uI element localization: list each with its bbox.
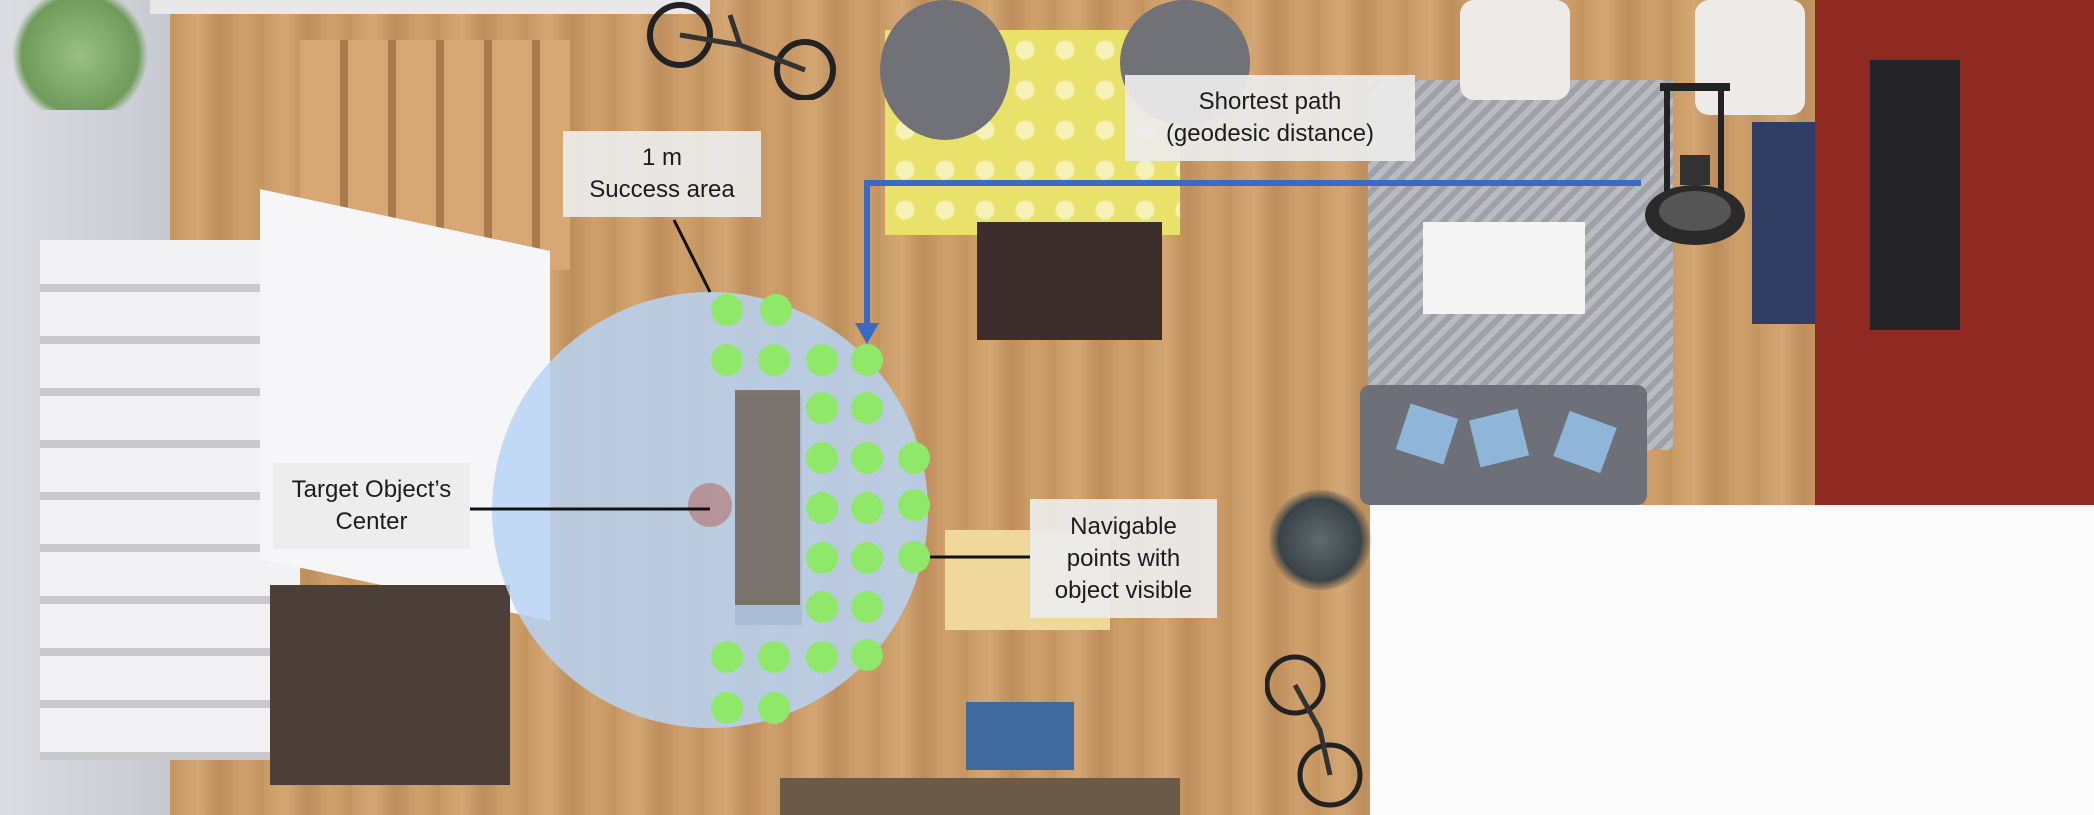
robot-icon <box>1640 75 1750 250</box>
navigable-point <box>711 692 743 724</box>
shortest-path-label-line-2: (geodesic distance) <box>1165 120 1375 147</box>
navigable-point <box>806 492 838 524</box>
navigable-point <box>806 442 838 474</box>
navigable-points-label: Navigable points with object visible <box>1030 499 1217 618</box>
navigable-point <box>851 392 883 424</box>
shortest-path-label: Shortest path (geodesic distance) <box>1125 75 1415 161</box>
navigable-point <box>758 344 790 376</box>
navigable-point <box>851 542 883 574</box>
tv-stand <box>1870 60 1960 330</box>
navigable-point <box>851 639 883 671</box>
target-center-label-line-2: Center <box>335 508 408 535</box>
success-area-label-line-1: 1 m <box>641 144 682 171</box>
navigable-points-label-line-1: Navigable <box>1070 512 1177 540</box>
target-center-label: Target Object’s Center <box>273 463 470 549</box>
navigable-point <box>806 344 838 376</box>
shortest-path-label-line-1: Shortest path <box>1198 88 1342 115</box>
navigable-point <box>898 541 930 573</box>
bottom-bench <box>780 778 1180 815</box>
navigable-point <box>711 641 743 673</box>
stair-steps <box>40 240 300 760</box>
white-floor-area <box>1370 505 2094 815</box>
navigable-point <box>711 294 743 326</box>
navigable-point <box>851 591 883 623</box>
navigable-points <box>711 294 930 724</box>
navigable-point <box>806 591 838 623</box>
armchair <box>1695 0 1805 115</box>
shortest-path-arrowhead <box>855 323 879 344</box>
stair-railing <box>150 0 710 14</box>
bicycle-floor <box>1264 640 1365 815</box>
ottoman <box>1423 222 1585 314</box>
armchair-left <box>1460 0 1570 100</box>
navigable-point <box>806 392 838 424</box>
success-area-leader <box>672 219 712 293</box>
navigable-point <box>851 344 883 376</box>
shortest-path-line <box>864 180 1641 327</box>
plant-floor <box>1265 490 1375 590</box>
navigable-points-label-line-3: object visible <box>1054 576 1193 604</box>
navigable-point <box>851 492 883 524</box>
navigable-point <box>758 641 790 673</box>
pouf-left <box>880 0 1010 140</box>
lower-left-cabinet <box>270 585 510 785</box>
navigable-point <box>851 442 883 474</box>
blue-mat <box>966 702 1074 770</box>
success-area-label-line-2: Success area <box>589 176 735 203</box>
navigable-point <box>806 542 838 574</box>
navigable-point <box>758 692 790 724</box>
success-area-label: 1 m Success area <box>563 131 761 217</box>
coffee-table <box>977 222 1162 340</box>
navigable-points-label-line-2: points with <box>1066 544 1181 572</box>
target-object <box>735 390 800 605</box>
navigable-point <box>760 294 792 326</box>
navigable-point <box>898 489 930 521</box>
target-center-label-line-1: Target Object’s <box>291 476 452 503</box>
navigable-point <box>711 344 743 376</box>
navigable-point <box>898 442 930 474</box>
navigable-point <box>806 641 838 673</box>
plant-icon <box>0 0 160 110</box>
bicycle-icon <box>640 0 840 101</box>
target-center-marker <box>688 483 732 527</box>
